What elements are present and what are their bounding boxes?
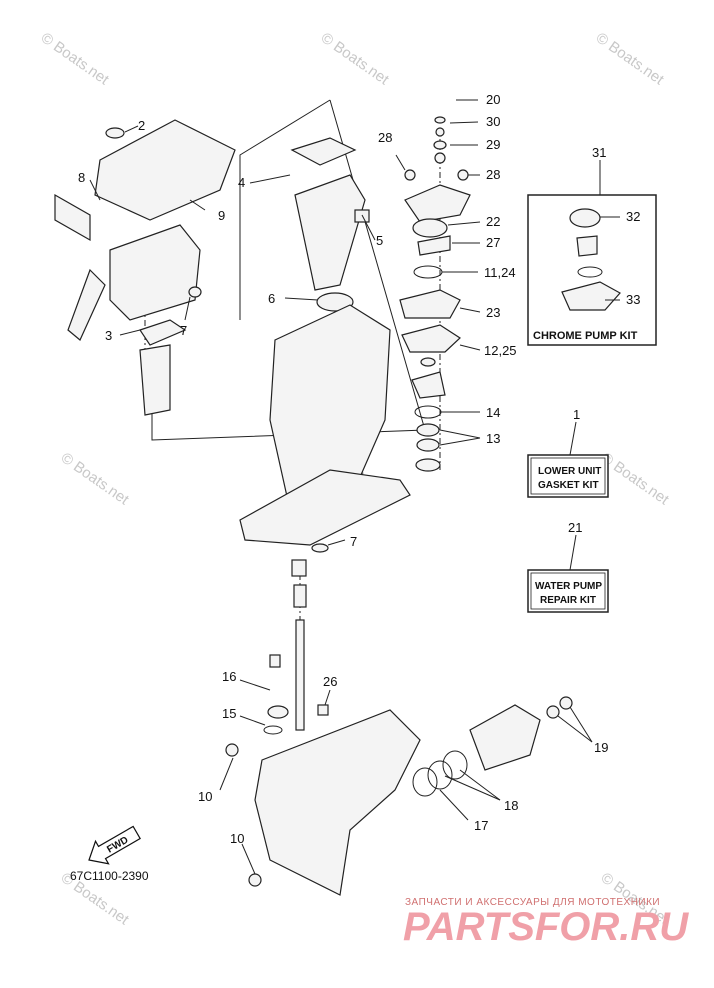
watermark: © Boats.net [593,29,668,88]
callout-22: 22 [486,214,500,229]
callout-31: 31 [592,145,606,160]
watermark: © Boats.net [58,449,133,508]
chrome-pump-kit-label: CHROME PUMP KIT [533,330,638,342]
callout-20: 20 [486,92,500,107]
gasket-kit-line1: LOWER UNIT [538,466,601,477]
callout-17: 17 [474,818,488,833]
water-pump-kit-line1: WATER PUMP [535,581,602,592]
callout-8: 8 [78,170,85,185]
callout-1: 1 [573,407,580,422]
callout-27: 27 [486,235,500,250]
drive-shaft-housing [239,304,411,608]
brand-logo-text: PARTSFOR.RU [403,905,689,949]
water-pump-kit-line2: REPAIR KIT [540,595,596,606]
callout-15: 15 [222,706,236,721]
chrome-pump-kit-box: CHROME PUMP KIT [527,194,657,346]
brand-tagline: ЗАПЧАСТИ И АКСЕССУАРЫ ДЛЯ МОТОТЕХНИКИ [405,897,660,908]
callout-6: 6 [268,291,275,306]
brand-logo: ЗАПЧАСТИ И АКСЕССУАРЫ ДЛЯ МОТОТЕХНИКИ PA… [403,897,689,949]
callout-10-lower: 10 [230,831,244,846]
callout-32: 32 [626,209,640,224]
callout-30: 30 [486,114,500,129]
gasket-kit-box: LOWER UNIT GASKET KIT [527,454,609,498]
gasket-kit-line2: GASKET KIT [538,480,599,491]
watermark: © Boats.net [318,29,393,88]
diagram-code: 67C1100-2390 [70,869,149,883]
callout-12-25: 12,25 [484,343,517,358]
callout-10-upper: 10 [198,789,212,804]
lower-casing-parts [225,619,573,896]
callout-19: 19 [594,740,608,755]
callout-13: 13 [486,431,500,446]
callout-29: 29 [486,137,500,152]
callout-18: 18 [504,798,518,813]
watermark: © Boats.net [38,29,113,88]
upper-casing-parts [54,119,370,416]
callout-7-upper: 7 [180,323,187,338]
callout-7-lower: 7 [350,534,357,549]
callout-26: 26 [323,674,337,689]
callout-28-left: 28 [378,130,392,145]
callout-4: 4 [238,175,245,190]
callout-14: 14 [486,405,500,420]
leader-lines [89,99,620,875]
callout-9: 9 [218,208,225,223]
callout-33: 33 [626,292,640,307]
callout-23: 23 [486,305,500,320]
fwd-label: FWD [105,835,130,856]
callout-2: 2 [138,118,145,133]
fwd-arrow-icon: FWD [88,825,141,865]
callout-16: 16 [222,669,236,684]
callout-11-24: 11,24 [484,265,516,280]
water-pump-kit-box: WATER PUMP REPAIR KIT [527,569,609,613]
callout-5: 5 [376,233,383,248]
watermark: © Boats.net [598,449,673,508]
water-pump-parts [399,116,471,472]
callouts: 2 8 9 4 5 6 7 3 7 20 30 29 28 28 22 27 1… [78,92,640,846]
callout-3: 3 [105,328,112,343]
callout-28-right: 28 [486,167,500,182]
callout-21: 21 [568,520,582,535]
